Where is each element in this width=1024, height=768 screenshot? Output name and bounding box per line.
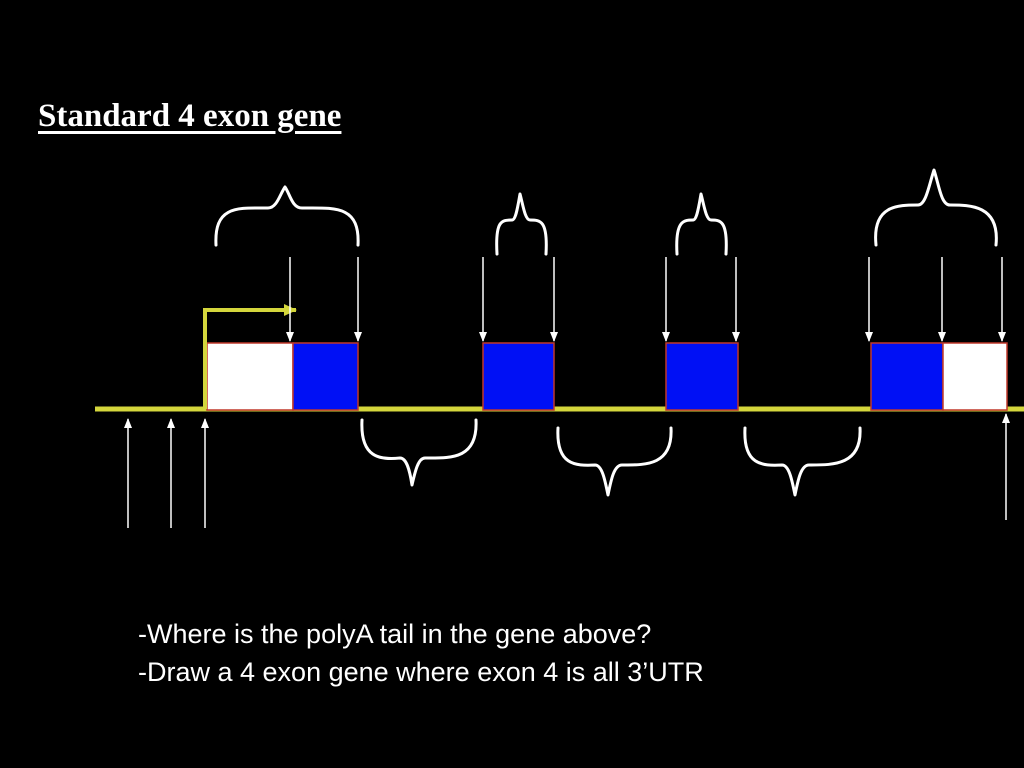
question-polya-tail: -Where is the polyA tail in the gene abo… [138,619,652,649]
exon-1-coding-box [292,342,359,411]
intron-3-brace [743,426,862,497]
three-prime-utr-box [942,342,1008,411]
exon-2-brace [495,192,548,256]
question-list: -Where is the polyA tail in the gene abo… [138,615,704,691]
transcription-start-bent-arrow-icon [203,304,297,409]
slide-title: Standard 4 exon gene [38,98,342,134]
exon-1-brace [214,185,360,247]
five-prime-utr-box [206,342,294,411]
question-draw-gene: -Draw a 4 exon gene where exon 4 is all … [138,657,704,687]
exon-2-coding-box [482,342,555,411]
exon-4-coding-box [870,342,944,411]
exon-3-brace [675,192,728,256]
exon-3-coding-box [665,342,739,411]
intron-2-brace [556,426,673,497]
exon-4-brace [874,168,998,247]
intron-1-brace [360,418,478,487]
